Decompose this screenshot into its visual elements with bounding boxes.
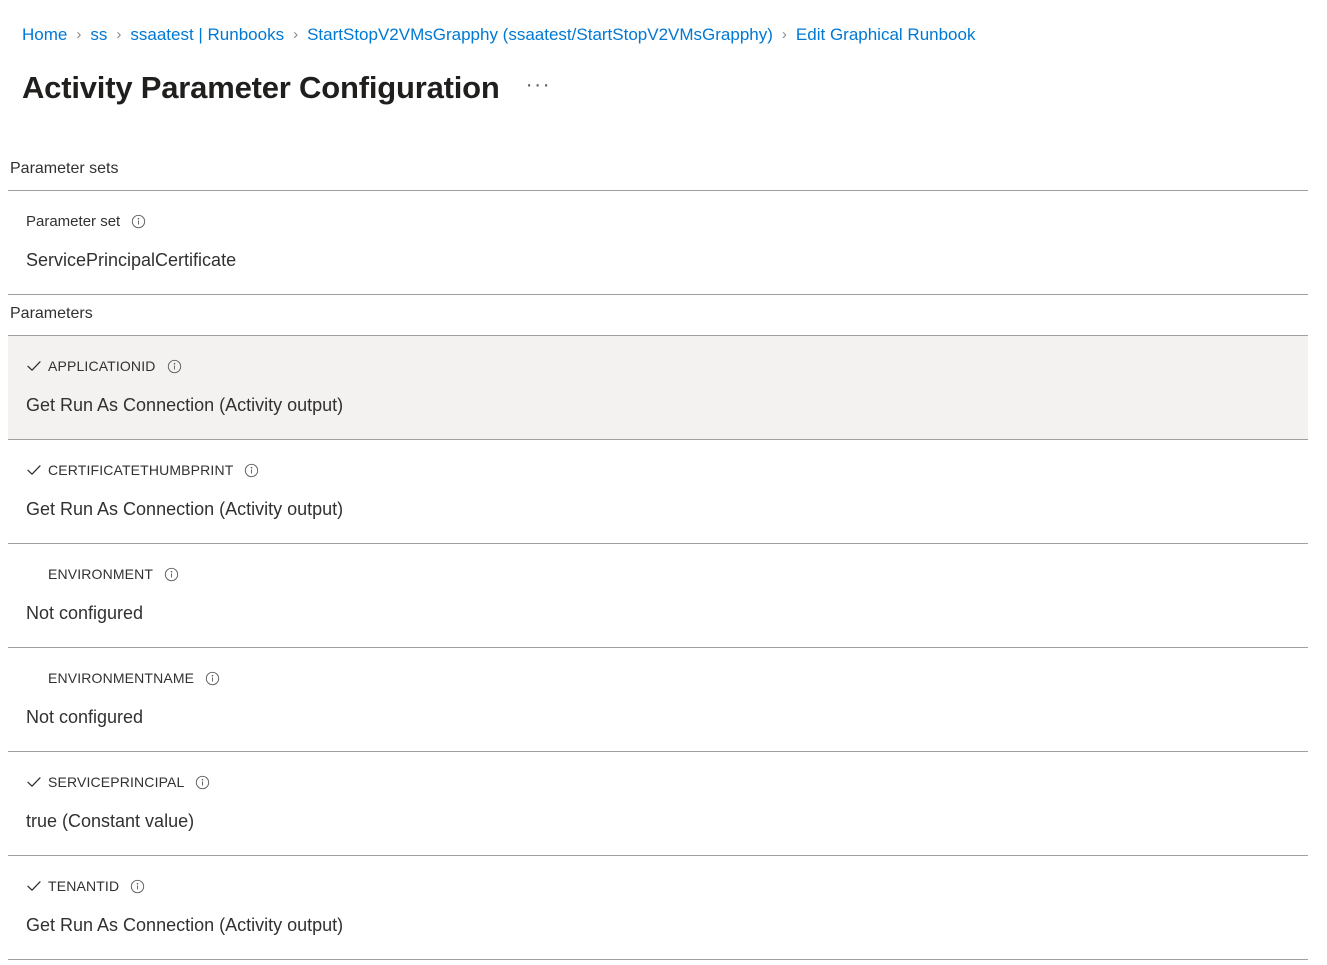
page-header: Activity Parameter Configuration ··· [22,66,555,110]
breadcrumb-separator: › [293,26,299,43]
breadcrumb-item-0[interactable]: Home [22,25,68,44]
parameter-row[interactable]: TENANTID Get Run As Connection (Activity … [8,856,1308,960]
parameter-value: true (Constant value) [26,811,195,831]
info-icon[interactable] [131,214,146,229]
parameter-name: APPLICATIONID [48,358,156,374]
more-options-button[interactable]: ··· [525,73,552,96]
parameter-name: ENVIRONMENTNAME [48,670,195,686]
parameter-value: Get Run As Connection (Activity output) [26,395,344,415]
check-icon [26,358,48,374]
parameter-value: Not configured [26,707,144,727]
section-divider [8,190,1308,191]
parameter-set-row[interactable]: Parameter set ServicePrincipalCertificat… [8,191,1308,295]
breadcrumb: Home › ss › ssaatest | Runbooks › StartStopV2V… [22,22,1319,48]
parameter-name: SERVICEPRINCIPAL [48,774,185,790]
parameter-row[interactable]: ENVIRONMENT Not configured [8,544,1308,648]
breadcrumb-separator: › [76,26,82,43]
parameter-row-header: TENANTID [8,876,1308,896]
parameter-row-header: SERVICEPRINCIPAL [8,772,1308,792]
breadcrumb-separator: › [116,26,122,43]
parameter-set-row-header: Parameter set [8,211,1308,231]
breadcrumb-item-3[interactable]: StartStopV2VMsGrapphy (ssaatest/StartSto… [307,25,773,44]
parameter-value: Not configured [26,603,144,623]
info-icon[interactable] [167,359,182,374]
info-icon[interactable] [205,671,220,686]
check-icon [26,774,48,790]
info-icon[interactable] [244,463,259,478]
parameter-row-header: ENVIRONMENT [8,564,1308,584]
parameter-set-label: Parameter set [26,212,121,230]
info-icon[interactable] [164,567,179,582]
parameters-list: APPLICATIONID Get Run As Connection (Acti… [0,336,1327,960]
info-icon[interactable] [130,879,145,894]
parameter-value: Get Run As Connection (Activity output) [26,915,344,935]
parameter-sets-section-label: Parameter sets [10,160,119,177]
check-icon [26,878,48,894]
parameter-row-header: ENVIRONMENTNAME [8,668,1308,688]
parameter-name: ENVIRONMENT [48,566,154,582]
parameter-value: Get Run As Connection (Activity output) [26,499,344,519]
parameter-row[interactable]: SERVICEPRINCIPAL true (Constant value) [8,752,1308,856]
parameter-row-header: CERTIFICATETHUMBPRINT [8,460,1308,480]
page-title: Activity Parameter Configuration [22,70,500,105]
section-divider [8,335,1308,336]
breadcrumb-separator: › [781,26,787,43]
parameter-row[interactable]: ENVIRONMENTNAME Not configured [8,648,1308,752]
parameter-name: CERTIFICATETHUMBPRINT [48,462,234,478]
parameter-row[interactable]: APPLICATIONID Get Run As Connection (Acti… [8,336,1308,440]
parameter-row-header: APPLICATIONID [8,356,1308,376]
parameter-row[interactable]: CERTIFICATETHUMBPRINT Get Run As Connecti… [8,440,1308,544]
check-icon [26,462,48,478]
info-icon[interactable] [195,775,210,790]
content-area: Parameter sets Parameter set ServicePrin… [0,150,1327,960]
parameters-section-label: Parameters [10,305,93,322]
breadcrumb-item-4[interactable]: Edit Graphical Runbook [795,25,976,44]
breadcrumb-item-2[interactable]: ssaatest | Runbooks [130,25,285,44]
parameter-name: TENANTID [48,878,120,894]
breadcrumb-item-1[interactable]: ss [90,25,108,44]
parameter-set-value: ServicePrincipalCertificate [26,250,237,270]
